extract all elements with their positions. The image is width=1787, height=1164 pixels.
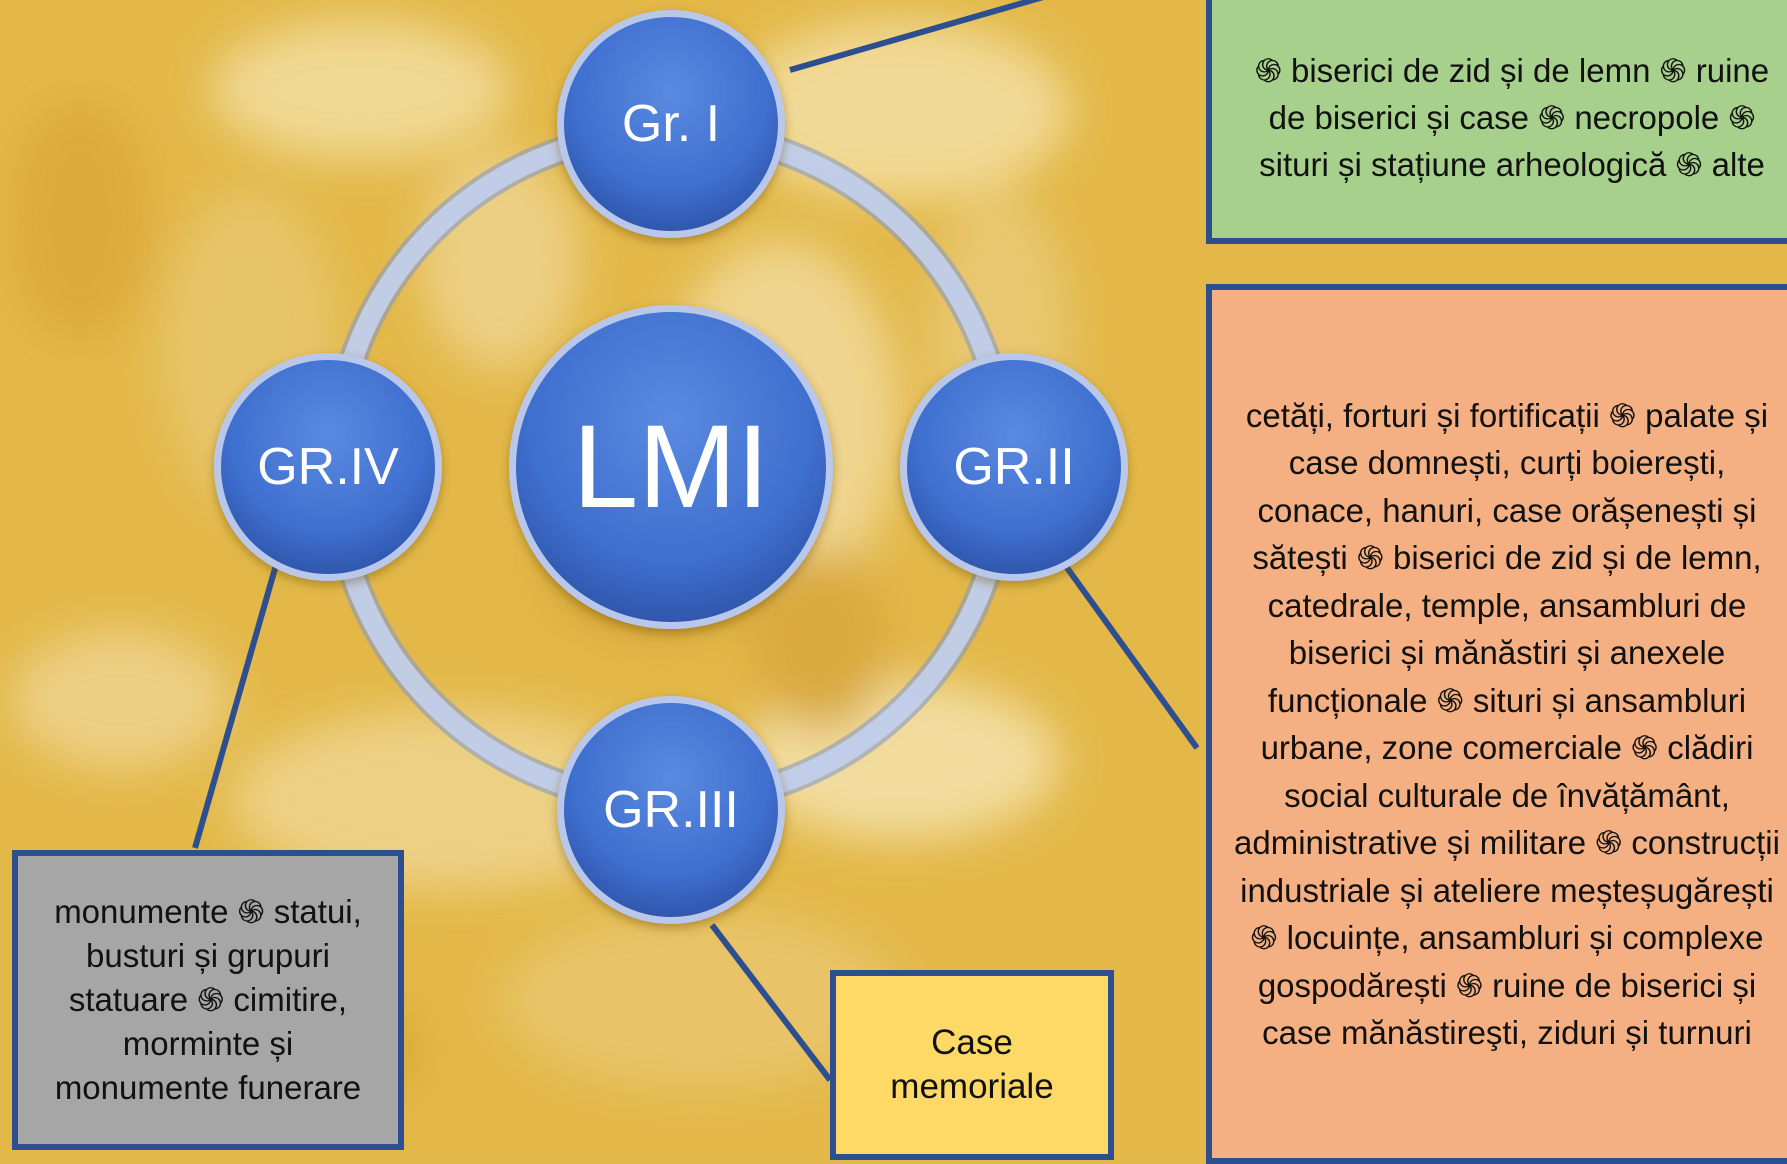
description-gr1: ֍ biserici de zid și de lemn ֍ ruine de …: [1254, 51, 1770, 183]
description-box-gr2: cetăți, forturi și fortificații ֍ palate…: [1206, 284, 1787, 1164]
description-box-gr3: Case memoriale: [830, 970, 1114, 1160]
node-gr3: [557, 696, 785, 924]
description-gr2: cetăți, forturi și fortificații ֍ palate…: [1234, 396, 1780, 1052]
center-label: LMI: [573, 401, 770, 533]
connector-gr2: [1062, 563, 1200, 750]
node-gr2: [900, 353, 1128, 581]
node-gr1: [557, 10, 785, 238]
node-gr1-label: Gr. I: [622, 95, 720, 153]
description-gr3: Case memoriale: [890, 1023, 1054, 1106]
connector-gr3: [709, 923, 833, 1082]
node-gr4: [214, 353, 442, 581]
description-gr4: monumente ֍ statui, busturi și grupuri s…: [54, 893, 362, 1106]
node-gr2-label: GR.II: [953, 438, 1074, 496]
connector-gr1: [789, 0, 1044, 73]
description-box-gr1: ֍ biserici de zid și de lemn ֍ ruine de …: [1206, 0, 1787, 244]
node-gr3-label: GR.III: [603, 781, 739, 839]
node-gr4-label: GR.IV: [257, 438, 399, 496]
connector-gr4: [192, 564, 279, 849]
description-box-gr4: monumente ֍ statui, busturi și grupuri s…: [12, 850, 404, 1150]
center-node: [509, 305, 833, 629]
